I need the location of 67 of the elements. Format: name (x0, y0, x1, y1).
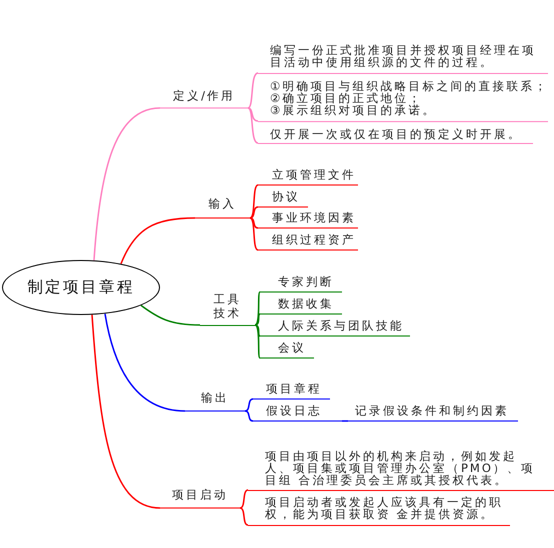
branch-line (248, 107, 258, 144)
branch-label: 工具技术 (212, 292, 242, 320)
subtopic (348, 404, 518, 422)
branch-line (342, 420, 348, 422)
subtopic (258, 190, 308, 208)
branch-line (250, 217, 258, 251)
branch-line (254, 324, 260, 337)
branch-line (244, 398, 254, 412)
subtopic (253, 404, 342, 422)
branch-line (254, 292, 261, 326)
subtopic (258, 44, 548, 74)
branch-label: 定义/作用 (173, 89, 235, 102)
subtopic (260, 341, 314, 359)
branch-line (104, 314, 186, 412)
branch-topic (195, 197, 250, 219)
branch-line (240, 507, 248, 526)
branch-line (250, 206, 258, 219)
subtopic-text: 会议 (278, 341, 306, 354)
subtopic (248, 496, 510, 526)
subtopic (253, 382, 330, 400)
subtopic-text: 编写一份正式批准项目并授权项目经理在项目活动中使用组织源的文件的过程。 (270, 44, 537, 69)
branch-line (254, 324, 261, 358)
subtopic-text: 协议 (272, 190, 300, 203)
subtopic-text: 项目章程 (266, 382, 322, 395)
branch-line (140, 304, 200, 326)
subtopic (258, 128, 533, 144)
branch-line (244, 410, 254, 422)
subtopic (258, 233, 358, 251)
subtopic-text: 人际关系与团队技能 (278, 319, 404, 332)
branch-topic (160, 89, 248, 109)
subtopic-text: 立项管理文件 (272, 168, 356, 181)
subtopic (258, 168, 358, 186)
branch-label: 项目启动 (172, 488, 228, 501)
branch-topic (160, 488, 240, 509)
branch-topic (200, 292, 255, 326)
branch-line (93, 107, 160, 260)
subtopic (258, 211, 358, 229)
subtopic (260, 297, 342, 315)
branch-line (120, 217, 196, 264)
list-item-text: ①明确项目与组织战略目标之间的直接联系； (270, 80, 548, 92)
subtopic-text: 事业环境因素 (272, 211, 356, 224)
branch-line (250, 184, 258, 219)
subtopic-text: 项目启动者或发起人应该具有一定的职权，能为项目获取资 金并提供资源。 (265, 496, 504, 521)
subtopic-text: 记录假设条件和制约因素 (355, 404, 509, 417)
branch-topic (185, 391, 245, 412)
branch-line (248, 107, 258, 122)
subtopic-text: 仅开展一次或仅在项目的预定义时开展。 (270, 128, 522, 140)
branch-line (248, 72, 258, 109)
central-topic-text: 制定项目章程 (27, 277, 135, 298)
subtopic (260, 319, 410, 337)
subtopic (260, 275, 342, 293)
branch-label: 输出 (201, 391, 229, 404)
subtopic (258, 80, 548, 122)
subtopic-text: 专家判断 (278, 275, 334, 288)
branch-line (250, 217, 258, 229)
branch-line (91, 314, 160, 509)
subtopic-text: 假设日志 (266, 404, 322, 417)
central-topic-ellipse (2, 260, 160, 315)
subtopic-text: 组织过程资产 (272, 233, 356, 246)
list-item-text: ②确立项目的正式地位； (270, 92, 422, 104)
subtopic (248, 450, 554, 491)
branch-label: 输入 (208, 197, 236, 210)
branch-line (254, 313, 260, 326)
branch-line (240, 489, 248, 509)
subtopic-text: 数据收集 (278, 297, 334, 310)
list-item-text: ③展示组织对项目的承诺。 (270, 104, 436, 117)
subtopic-text: 项目由项目以外的机构来启动，例如发起人、项目集或项目管理办公室（PMO）、项目组 合治理委员会主席或其授权代表。 (265, 450, 536, 486)
